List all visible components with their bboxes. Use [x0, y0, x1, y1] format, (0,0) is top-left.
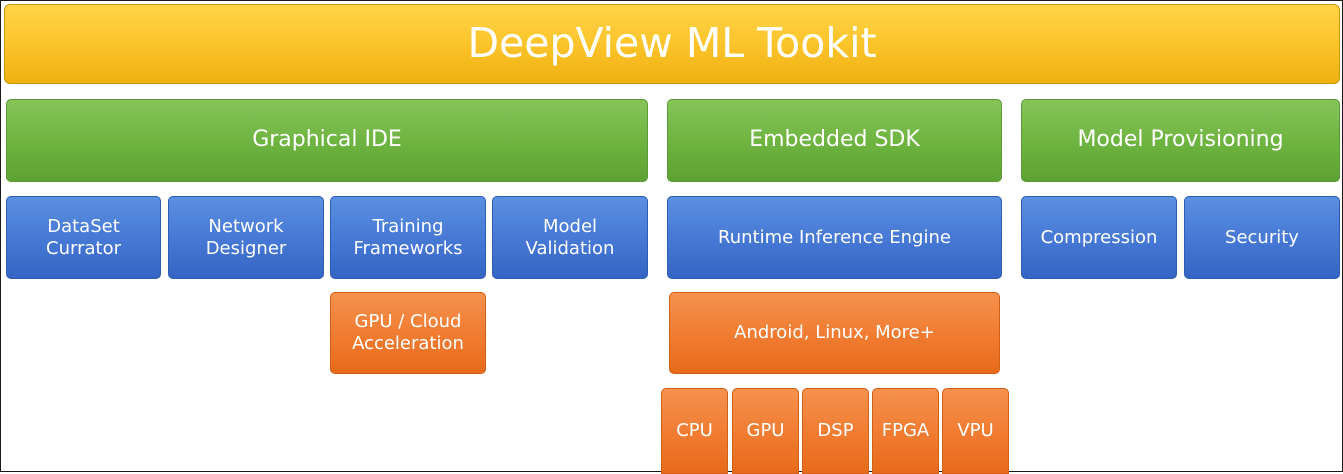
section-embedded-sdk: Embedded SDK [667, 99, 1002, 182]
diagram-title: DeepView ML Tookit [4, 4, 1340, 84]
component-dataset-currator: DataSet Currator [6, 196, 161, 279]
platforms-box: Android, Linux, More+ [669, 292, 1000, 374]
component-compression: Compression [1021, 196, 1177, 279]
component-runtime-inference-engine: Runtime Inference Engine [667, 196, 1002, 279]
component-model-validation: Model Validation [492, 196, 648, 279]
hardware-cpu: CPU [661, 388, 728, 474]
section-model-provisioning: Model Provisioning [1021, 99, 1340, 182]
hardware-dsp: DSP [802, 388, 869, 474]
component-training-frameworks: Training Frameworks [330, 196, 486, 279]
hardware-gpu: GPU [732, 388, 799, 474]
section-graphical-ide: Graphical IDE [6, 99, 648, 182]
gpu-cloud-acceleration: GPU / Cloud Acceleration [330, 292, 486, 374]
hardware-fpga: FPGA [872, 388, 939, 474]
hardware-vpu: VPU [942, 388, 1009, 474]
component-network-designer: Network Designer [168, 196, 324, 279]
component-security: Security [1184, 196, 1340, 279]
